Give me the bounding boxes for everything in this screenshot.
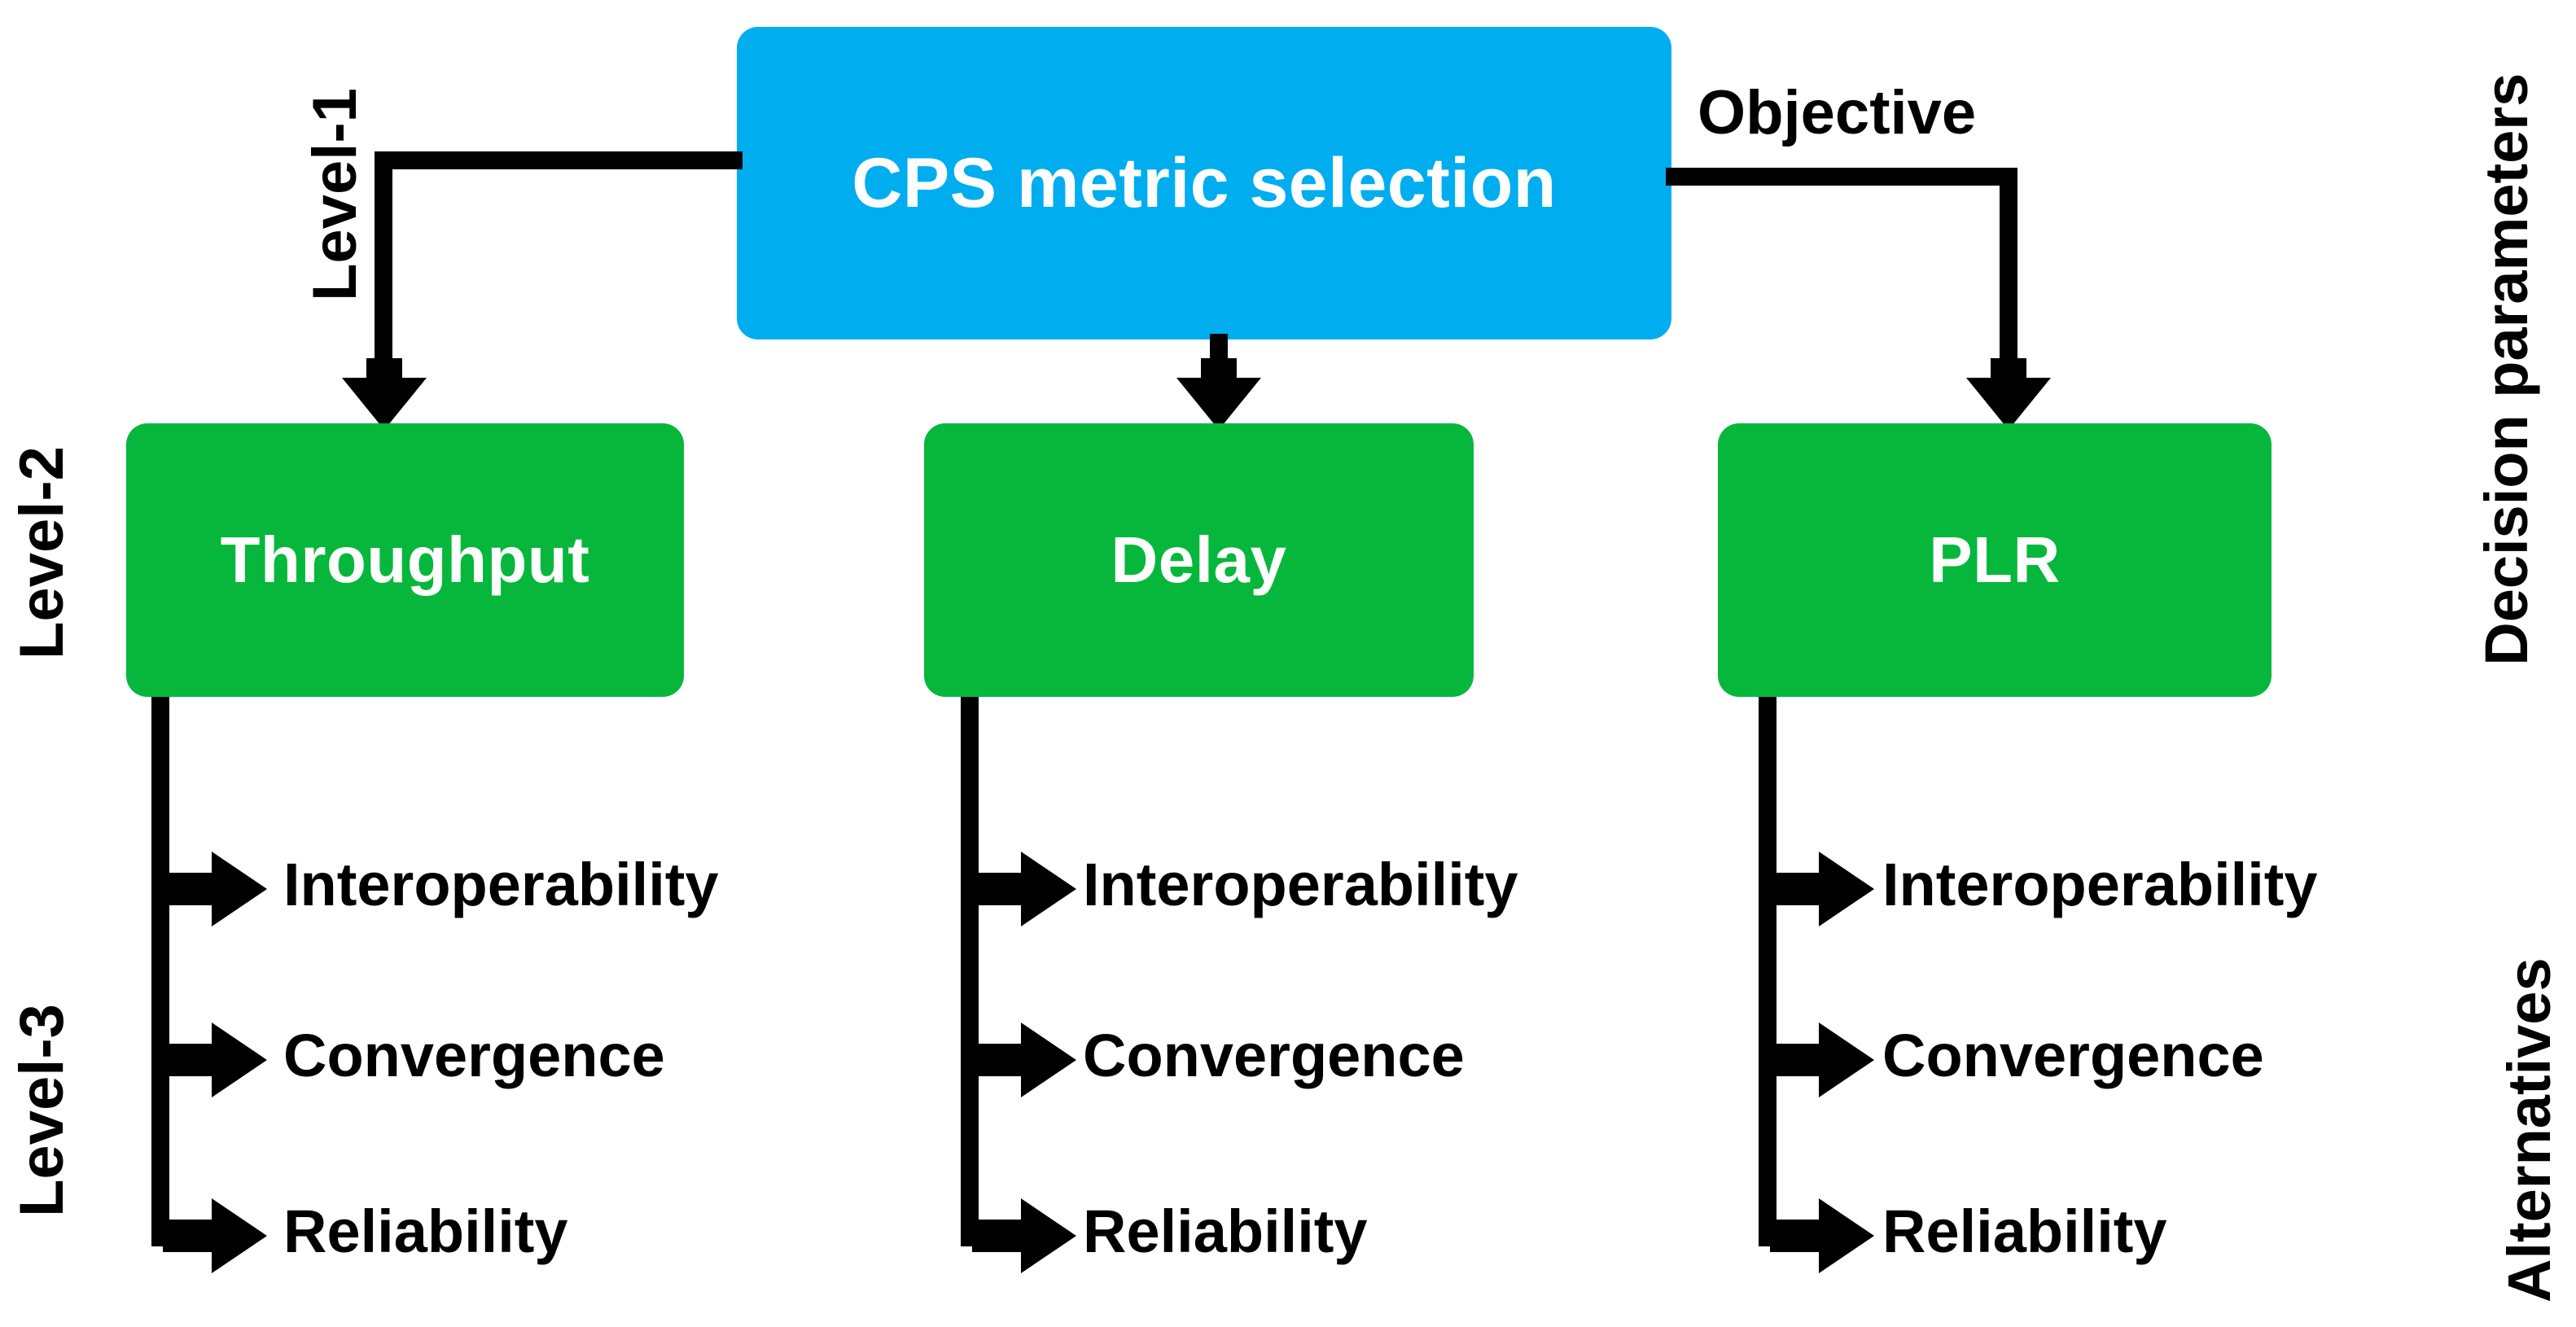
level-2-label: Level-2 (7, 446, 77, 659)
alternative-plr-interoperability: Interoperability (1882, 851, 2318, 918)
trunk-plr (1759, 697, 1776, 1246)
decision-parameters-line-1: Decision parameters (2472, 72, 2540, 666)
objective-edge-label: Objective (1698, 78, 1977, 147)
decision-parameters-caption: Decision parameters or criteria (2412, 73, 2576, 733)
alternative-delay-convergence: Convergence (1083, 1022, 1465, 1089)
arrowhead-throughput (342, 358, 427, 430)
criteria-node-delay-label: Delay (1111, 523, 1287, 596)
level-1-label: Level-1 (300, 88, 370, 301)
alternative-plr-convergence: Convergence (1882, 1022, 2264, 1089)
arrowhead-throughput-reliability (163, 1198, 267, 1273)
alternative-throughput-interoperability: Interoperability (283, 851, 719, 918)
alternative-delay-reliability: Reliability (1083, 1198, 1368, 1265)
alternative-throughput-convergence: Convergence (283, 1022, 665, 1089)
criteria-node-delay[interactable]: Delay (924, 423, 1474, 697)
criteria-node-throughput[interactable]: Throughput (126, 423, 684, 697)
arrowhead-plr-interoperability (1770, 852, 1874, 926)
objective-node[interactable]: CPS metric selection (737, 27, 1671, 339)
arrowhead-delay-interoperability (972, 852, 1076, 926)
arrowhead-throughput-interoperability (163, 852, 267, 926)
level-3-label: Level-3 (7, 1004, 77, 1217)
connector-right-vertical (2000, 168, 2017, 378)
criteria-node-throughput-label: Throughput (220, 523, 590, 596)
arrowhead-delay-reliability (972, 1198, 1076, 1273)
arrowhead-plr-convergence (1770, 1023, 1874, 1097)
objective-node-label: CPS metric selection (852, 144, 1557, 222)
arrowhead-plr-reliability (1770, 1198, 1874, 1273)
connector-right-horizontal (1666, 168, 2017, 186)
arrowhead-delay (1176, 358, 1261, 430)
criteria-node-plr-label: PLR (1929, 523, 2061, 596)
criteria-node-plr[interactable]: PLR (1718, 423, 2272, 697)
alternative-delay-interoperability: Interoperability (1083, 851, 1518, 918)
alternative-throughput-reliability: Reliability (283, 1198, 568, 1265)
connector-left-horizontal (375, 151, 743, 169)
trunk-throughput (151, 697, 169, 1246)
arrowhead-plr (1966, 358, 2051, 430)
trunk-delay (961, 697, 979, 1246)
alternatives-caption: Alternatives (2495, 957, 2563, 1303)
arrowhead-throughput-convergence (163, 1023, 267, 1097)
arrowhead-delay-convergence (972, 1023, 1076, 1097)
alternative-plr-reliability: Reliability (1882, 1198, 2167, 1265)
connector-left-vertical (375, 151, 392, 378)
